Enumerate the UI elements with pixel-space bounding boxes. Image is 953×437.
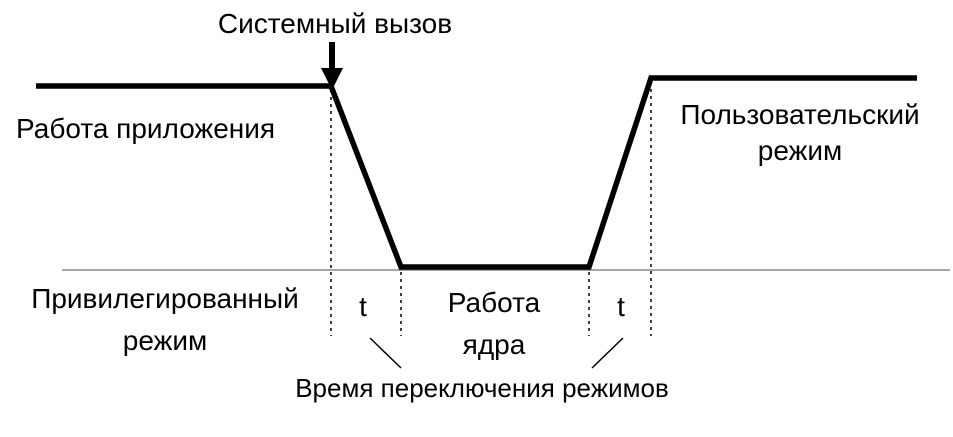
app-work-label: Работа приложения [16,113,275,144]
kernel-work-label-line2: ядра [463,329,526,360]
t-left-label: t [359,291,367,322]
switch-time-pointer-left [369,337,402,369]
privileged-mode-label-line2: режим [123,325,207,356]
switch-time-pointer-right [591,337,624,369]
privileged-mode-label-line1: Привилегированный [31,283,299,314]
user-mode-label-line1: Пользовательский [680,99,919,130]
user-mode-label-line2: режим [758,135,842,166]
switch-time-label: Время переключения режимов [295,373,669,403]
system-call-label: Системный вызов [218,8,452,39]
mode-signal-line [36,75,917,270]
system-call-arrow-head [321,68,343,90]
t-right-label: t [617,291,625,322]
kernel-work-label-line1: Работа [448,287,541,318]
